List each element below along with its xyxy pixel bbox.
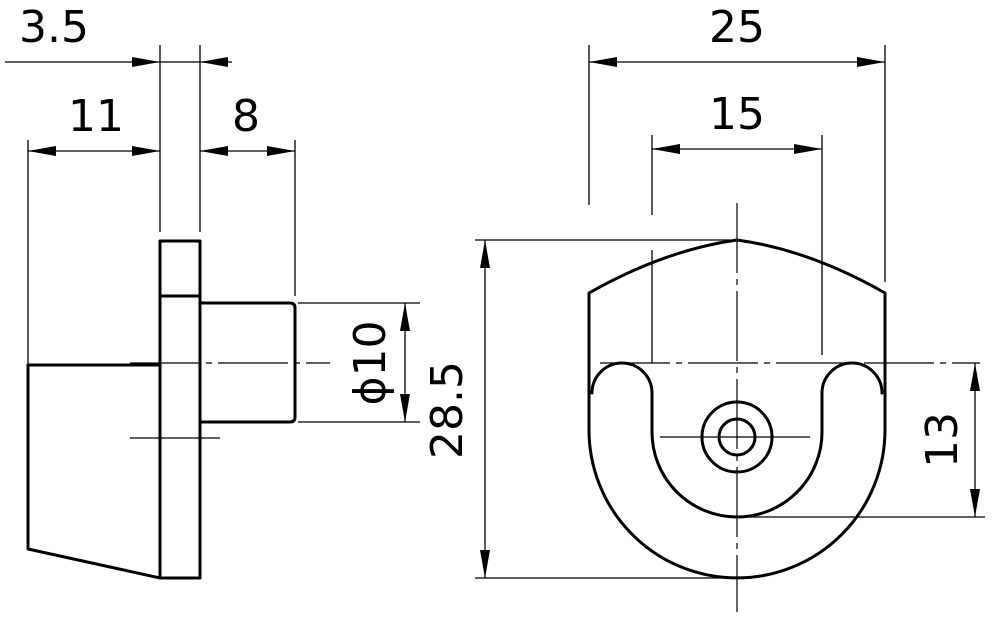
dim-boss-length: 8 xyxy=(200,91,295,156)
dim-overall-height: 28.5 xyxy=(422,240,490,578)
dim-slot-width-label: 15 xyxy=(709,89,765,140)
front-view: 25 15 28.5 13 xyxy=(422,2,985,612)
dim-slot-center-height-label: 13 xyxy=(917,412,968,468)
dim-flange-thickness-label: 3.5 xyxy=(19,2,89,53)
dim-slot-width: 15 xyxy=(652,89,822,154)
dim-body-length: 11 xyxy=(28,91,160,156)
side-view-body xyxy=(26,363,162,580)
front-view-outline xyxy=(587,238,887,580)
dim-body-length-label: 11 xyxy=(68,91,124,142)
dim-boss-diameter-label: ϕ10 xyxy=(345,320,396,405)
dim-boss-length-label: 8 xyxy=(232,91,260,142)
dim-overall-width: 25 xyxy=(589,2,885,67)
dim-boss-diameter: ϕ10 xyxy=(345,303,410,422)
dim-slot-center-height: 13 xyxy=(917,363,980,517)
dim-overall-height-label: 28.5 xyxy=(422,361,473,459)
side-view: 3.5 11 8 ϕ10 xyxy=(5,2,420,580)
dim-overall-width-label: 25 xyxy=(709,2,765,53)
dim-flange-thickness: 3.5 xyxy=(5,2,232,67)
side-view-flange xyxy=(158,239,202,580)
